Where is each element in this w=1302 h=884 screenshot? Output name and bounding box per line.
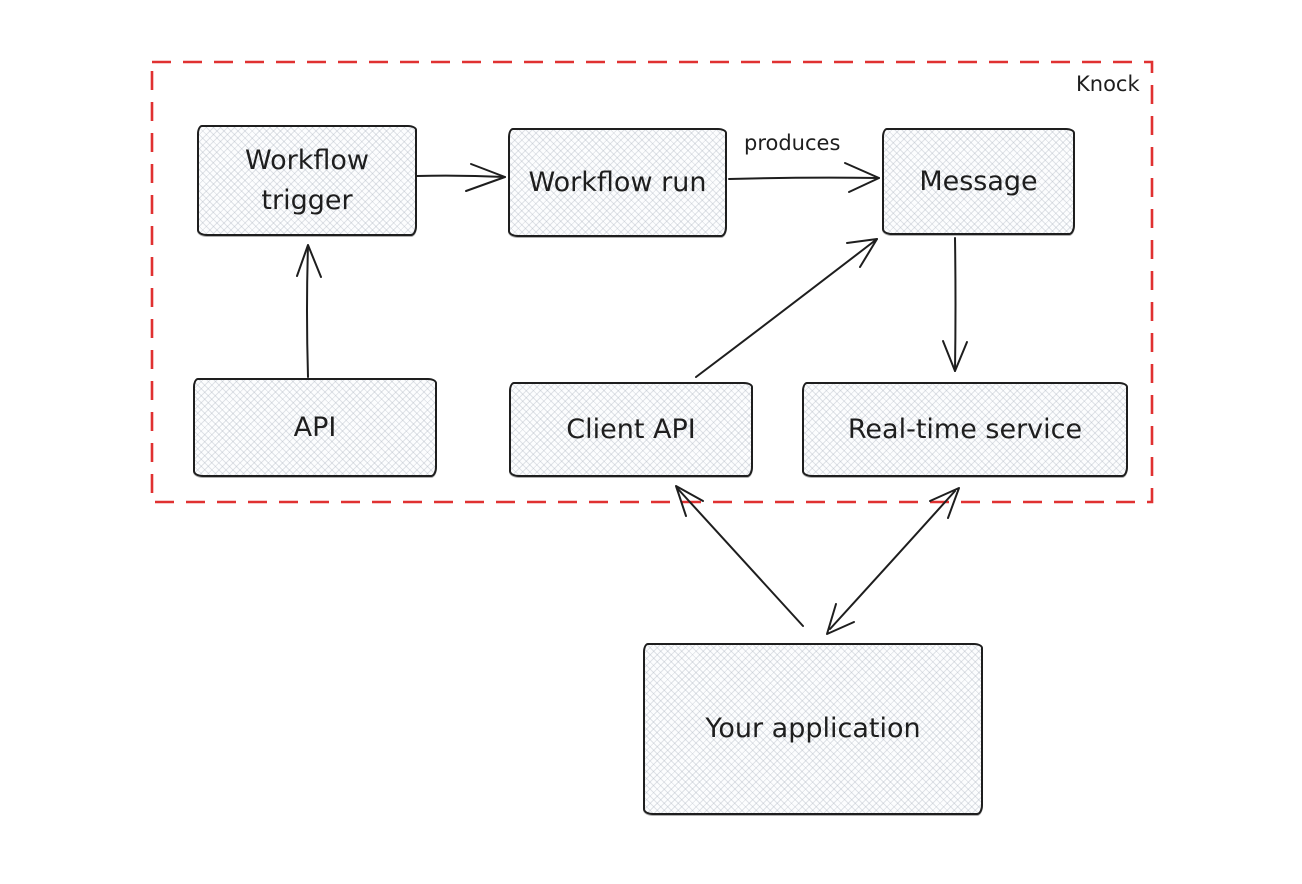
edge-label-produces: produces (744, 131, 841, 155)
node-client-api-label: Client API (566, 413, 696, 445)
node-api: API (193, 378, 437, 477)
node-message: Message (882, 128, 1075, 235)
node-workflow-trigger: Workflow trigger (197, 125, 417, 236)
arrow-workflow-trigger-to-workflow-run (416, 163, 506, 192)
arrow-your-application-real-time-service-bidirectional (826, 487, 960, 635)
knock-boundary-box (150, 60, 1154, 504)
node-your-application-label: Your application (705, 713, 921, 745)
arrow-message-to-real-time-service (942, 237, 968, 372)
arrow-client-api-to-message (695, 238, 878, 378)
arrow-api-to-workflow-trigger (296, 244, 322, 378)
arrow-your-application-to-client-api (675, 485, 804, 627)
node-your-application: Your application (643, 643, 983, 815)
node-workflow-run-label: Workflow run (528, 166, 707, 198)
node-workflow-trigger-label: Workflow trigger (245, 145, 369, 216)
node-api-label: API (293, 411, 337, 443)
arrow-workflow-run-to-message (728, 162, 880, 193)
node-client-api: Client API (509, 382, 753, 477)
node-real-time-service-label: Real-time service (847, 413, 1083, 445)
node-real-time-service: Real-time service (802, 382, 1128, 477)
node-message-label: Message (919, 165, 1038, 197)
node-workflow-run: Workflow run (508, 128, 727, 237)
knock-boundary-label: Knock (1076, 72, 1140, 96)
